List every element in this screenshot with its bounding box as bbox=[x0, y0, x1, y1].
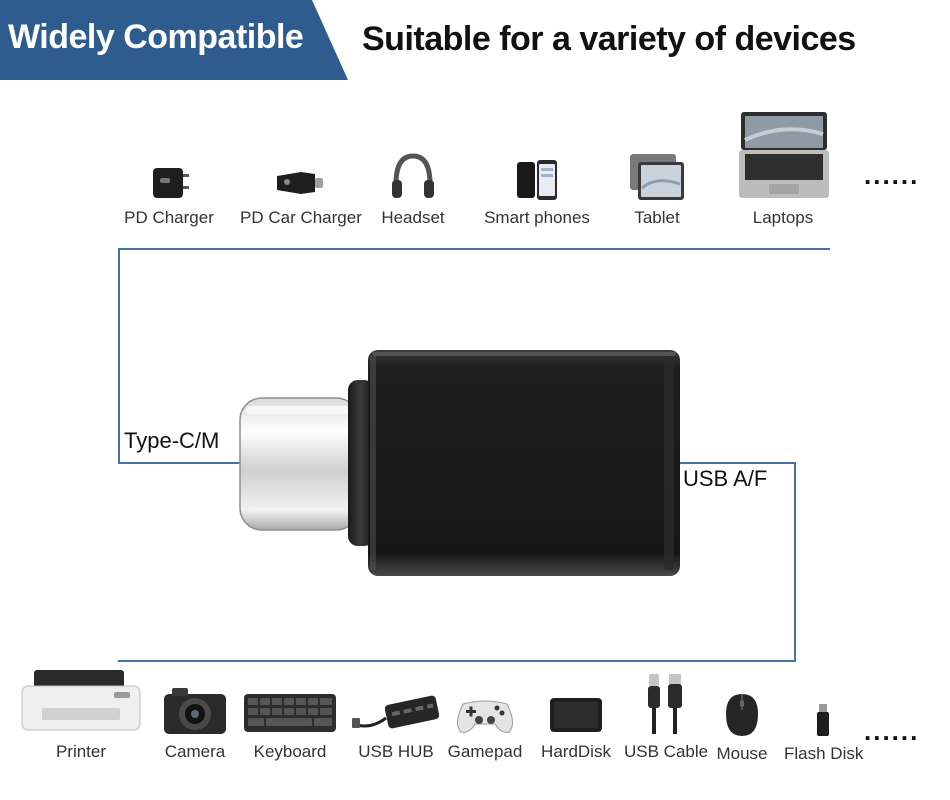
mouse-icon bbox=[726, 694, 758, 736]
camera-icon bbox=[164, 688, 226, 734]
device-printer: Printer bbox=[14, 664, 148, 762]
device-label: USB Cable bbox=[624, 742, 709, 761]
device-headset: Headset bbox=[372, 150, 454, 228]
usb-c-to-usb-a-adapter-image bbox=[239, 350, 680, 576]
device-usb-hub: USB HUB bbox=[350, 688, 442, 762]
device-smart-phones: Smart phones bbox=[474, 156, 600, 228]
keyboard-icon bbox=[244, 694, 336, 732]
usb-cable-icon bbox=[648, 674, 682, 734]
headset-icon bbox=[392, 153, 434, 198]
banner-tag bbox=[0, 0, 348, 80]
device-label: PD Charger bbox=[124, 208, 214, 227]
bottom-connector-line bbox=[118, 660, 796, 662]
car-charger-icon bbox=[277, 172, 323, 194]
printer-icon bbox=[21, 670, 141, 731]
left-connector-foot bbox=[118, 462, 240, 464]
smartphone-icon bbox=[517, 160, 557, 200]
more-devices-ellipsis-bottom: ...... bbox=[864, 716, 920, 746]
device-label: Flash Disk bbox=[784, 744, 864, 763]
device-label: PD Car Charger bbox=[240, 208, 362, 227]
device-label: Tablet bbox=[634, 208, 680, 227]
laptop-icon bbox=[739, 112, 829, 198]
usb-a-label: USB A/F bbox=[683, 466, 768, 491]
right-connector-line bbox=[794, 462, 796, 662]
device-label: Camera bbox=[164, 742, 226, 761]
harddisk-icon bbox=[550, 698, 602, 732]
device-label: Headset bbox=[381, 208, 445, 227]
device-laptops: Laptops bbox=[730, 108, 836, 228]
device-label: Keyboard bbox=[253, 742, 327, 761]
banner-headline: Suitable for a variety of devices bbox=[362, 20, 856, 58]
device-camera: Camera bbox=[158, 682, 232, 762]
banner-tag-text: Widely Compatible bbox=[8, 18, 304, 56]
device-label: Smart phones bbox=[484, 208, 590, 227]
right-connector-stub bbox=[676, 462, 796, 464]
gamepad-icon bbox=[457, 700, 513, 733]
pd-charger-icon bbox=[153, 168, 189, 198]
device-label: HardDisk bbox=[541, 742, 611, 761]
device-gamepad: Gamepad bbox=[444, 694, 526, 762]
device-mouse: Mouse bbox=[712, 690, 772, 764]
device-flash-disk: Flash Disk bbox=[784, 700, 864, 764]
device-label: Mouse bbox=[716, 744, 768, 763]
device-label: Gamepad bbox=[447, 742, 523, 761]
usb-hub-icon bbox=[352, 695, 440, 729]
device-label: USB HUB bbox=[358, 742, 434, 761]
device-keyboard: Keyboard bbox=[240, 686, 340, 762]
device-pd-charger: PD Charger bbox=[112, 160, 226, 228]
left-connector-line bbox=[118, 248, 120, 464]
tablet-icon bbox=[630, 154, 684, 200]
device-label: Laptops bbox=[752, 208, 814, 227]
more-devices-ellipsis: ...... bbox=[864, 160, 920, 190]
type-c-label: Type-C/M bbox=[124, 428, 220, 453]
device-tablet: Tablet bbox=[618, 150, 696, 228]
device-harddisk: HardDisk bbox=[536, 690, 616, 762]
flash-disk-icon bbox=[817, 704, 829, 736]
top-connector-line bbox=[118, 248, 830, 250]
device-pd-car-charger: PD Car Charger bbox=[240, 160, 362, 228]
device-label: Printer bbox=[55, 742, 107, 761]
device-usb-cable: USB Cable bbox=[624, 668, 709, 762]
